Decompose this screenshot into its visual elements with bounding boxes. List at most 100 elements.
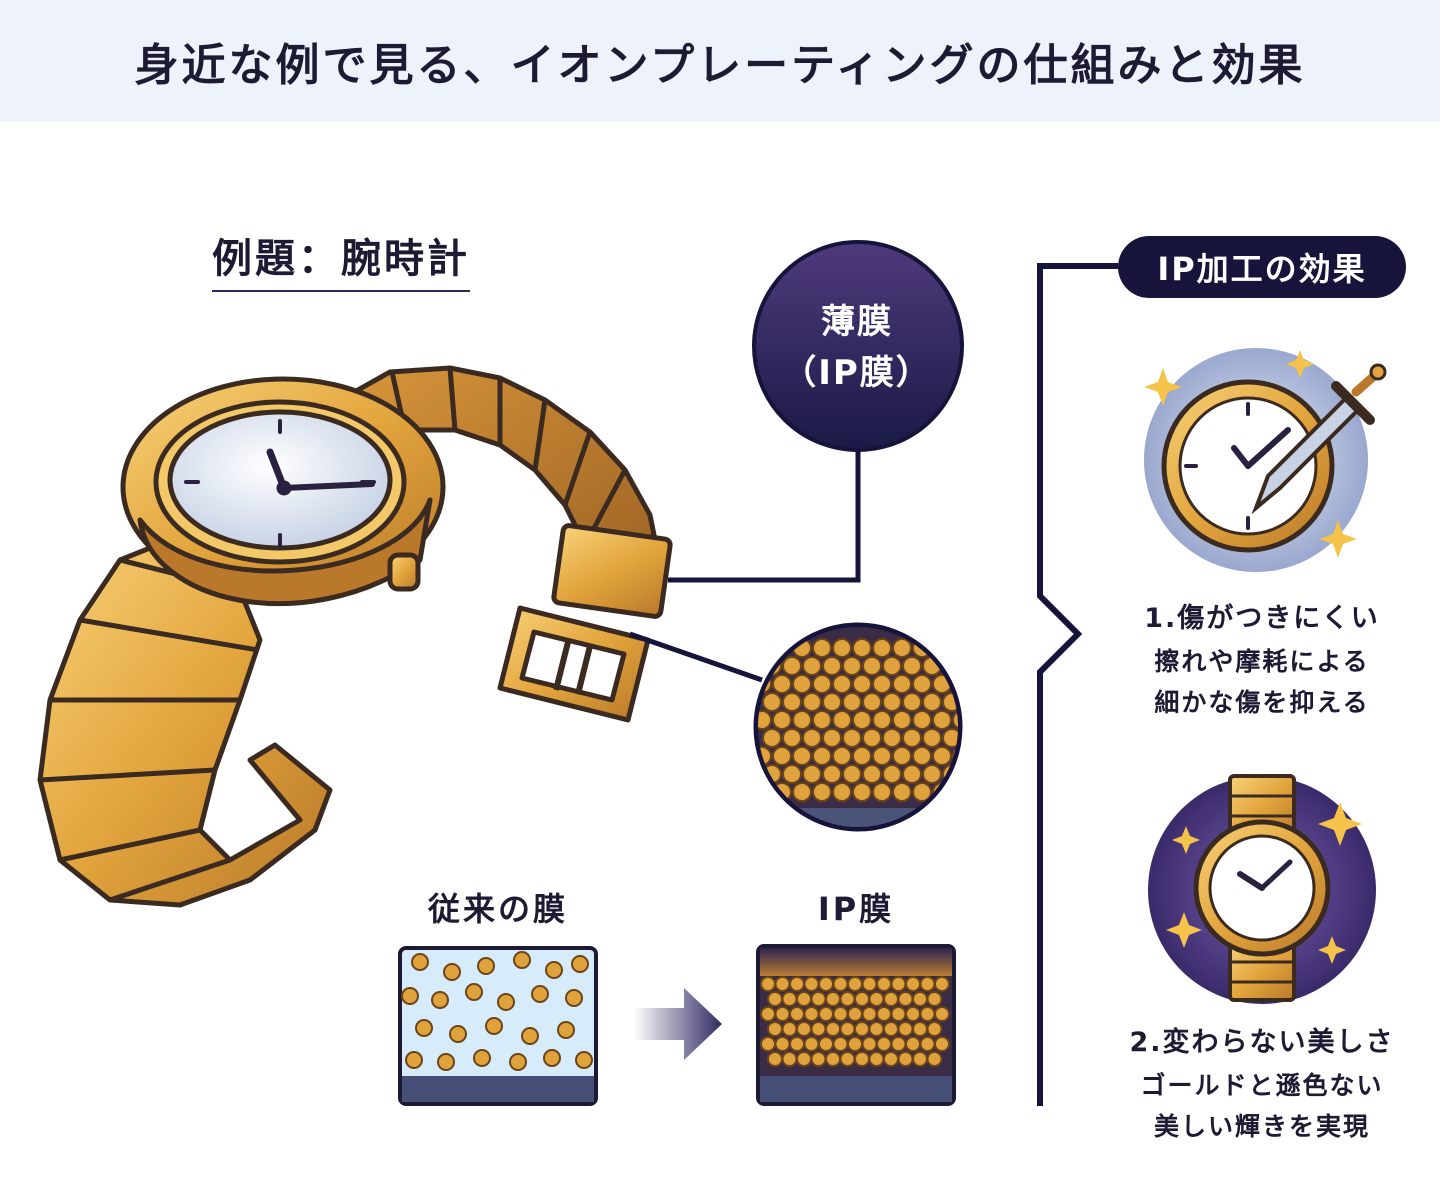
- film-particle: [803, 1036, 820, 1052]
- film-particle: [902, 656, 922, 676]
- film-particle: [902, 692, 922, 712]
- film-particle: [912, 1021, 928, 1037]
- film-particle: [932, 710, 952, 730]
- thin-film-callout-text: 薄膜 （IP膜）: [754, 258, 960, 438]
- film-particle: [934, 1006, 950, 1022]
- film-particle: [812, 710, 832, 730]
- film-particle: [905, 976, 921, 992]
- film-particle: [792, 710, 812, 730]
- film-particle: [872, 710, 892, 730]
- film-particle: [774, 1036, 791, 1052]
- film-particle: [437, 1053, 455, 1071]
- effect-1-title: 1.傷がつきにくい: [1144, 603, 1380, 634]
- film-particle: [905, 1006, 921, 1022]
- film-particle: [868, 991, 885, 1007]
- film-particle: [758, 638, 772, 658]
- effect-2-desc-line-1: ゴールドと遜色ない: [1140, 1071, 1384, 1100]
- film-particle: [892, 710, 912, 730]
- film-particle: [812, 746, 832, 766]
- film-particle: [818, 1006, 834, 1022]
- film-particle: [782, 656, 802, 676]
- film-particle: [897, 1051, 914, 1067]
- film-particle: [919, 976, 936, 992]
- film-particle: [882, 692, 902, 712]
- film-particle: [952, 782, 958, 802]
- film-particle: [774, 976, 791, 992]
- film-particle: [963, 657, 981, 675]
- film-particle: [818, 976, 834, 992]
- film-particle: [922, 764, 942, 784]
- film-particle: [401, 987, 419, 1005]
- film-particle: [922, 728, 942, 748]
- conventional-film-label: 従来の膜: [427, 890, 568, 928]
- film-particle: [890, 1006, 907, 1022]
- film-particle: [872, 746, 892, 766]
- film-particle: [792, 746, 812, 766]
- ip-film-zoom-circle: [753, 622, 981, 832]
- effect-1-description: 擦れや摩耗による 細かな傷を抑える: [1122, 642, 1402, 723]
- film-particle: [571, 955, 589, 973]
- film-particle: [772, 746, 792, 766]
- sparkle-icon: [1318, 936, 1346, 964]
- film-particle: [822, 764, 842, 784]
- film-particle: [822, 692, 842, 712]
- film-particle: [842, 728, 862, 748]
- film-particle: [802, 656, 822, 676]
- film-particle: [861, 1006, 878, 1022]
- film-particle: [774, 1006, 791, 1022]
- film-particle: [767, 991, 783, 1007]
- film-particle: [832, 674, 852, 694]
- film-particle: [882, 656, 902, 676]
- film-particle: [832, 710, 852, 730]
- film-particle: [832, 976, 849, 992]
- film-particle: [932, 746, 952, 766]
- film-particle: [847, 1036, 863, 1052]
- film-particle: [789, 1036, 805, 1052]
- film-particle: [832, 1036, 849, 1052]
- film-particle: [772, 710, 792, 730]
- effects-title-badge: IP加工の効果: [1118, 236, 1406, 298]
- film-particle: [872, 782, 892, 802]
- film-particle: [862, 656, 882, 676]
- film-particle: [882, 728, 902, 748]
- film-particle: [818, 1036, 834, 1052]
- film-particle: [796, 1021, 812, 1037]
- film-particle: [465, 983, 483, 1001]
- ip-film-box: [756, 944, 956, 1106]
- sword-icon: [1251, 363, 1387, 515]
- film-particle: [497, 993, 515, 1011]
- sparkle-icon: [1144, 368, 1182, 406]
- page-title: 身近な例で見る、イオンプレーティングの仕組みと効果: [134, 40, 1306, 91]
- film-particle: [934, 976, 950, 992]
- film-particle: [890, 976, 907, 992]
- film-particle: [876, 976, 892, 992]
- film-particle: [926, 991, 943, 1007]
- film-particle: [952, 638, 958, 658]
- wristwatch-illustration: [37, 365, 673, 908]
- film-particle: [812, 782, 832, 802]
- film-particle: [839, 1021, 856, 1037]
- film-particle: [760, 976, 776, 992]
- film-particle: [842, 692, 862, 712]
- film-particle: [782, 728, 802, 748]
- film-particle: [912, 991, 928, 1007]
- film-particle: [892, 674, 912, 694]
- film-particle: [892, 746, 912, 766]
- film-particle: [760, 1036, 776, 1052]
- film-particle: [531, 985, 549, 1003]
- film-particle: [477, 957, 495, 975]
- header-banner: 身近な例で見る、イオンプレーティングの仕組みと効果: [0, 0, 1440, 122]
- film-particle: [473, 1049, 491, 1067]
- film-particle: [862, 728, 882, 748]
- ip-film-label: IP膜: [817, 890, 895, 928]
- film-particle: [802, 692, 822, 712]
- film-particle: [842, 656, 862, 676]
- film-particle: [902, 764, 922, 784]
- film-particle: [405, 1051, 423, 1069]
- effect-2-desc-line-2: 美しい輝きを実現: [1153, 1111, 1370, 1141]
- film-particle: [832, 746, 852, 766]
- film-particle: [762, 692, 782, 712]
- effects-bracket: [1037, 263, 1118, 1106]
- film-particle: [812, 674, 832, 694]
- film-particle: [847, 1006, 863, 1022]
